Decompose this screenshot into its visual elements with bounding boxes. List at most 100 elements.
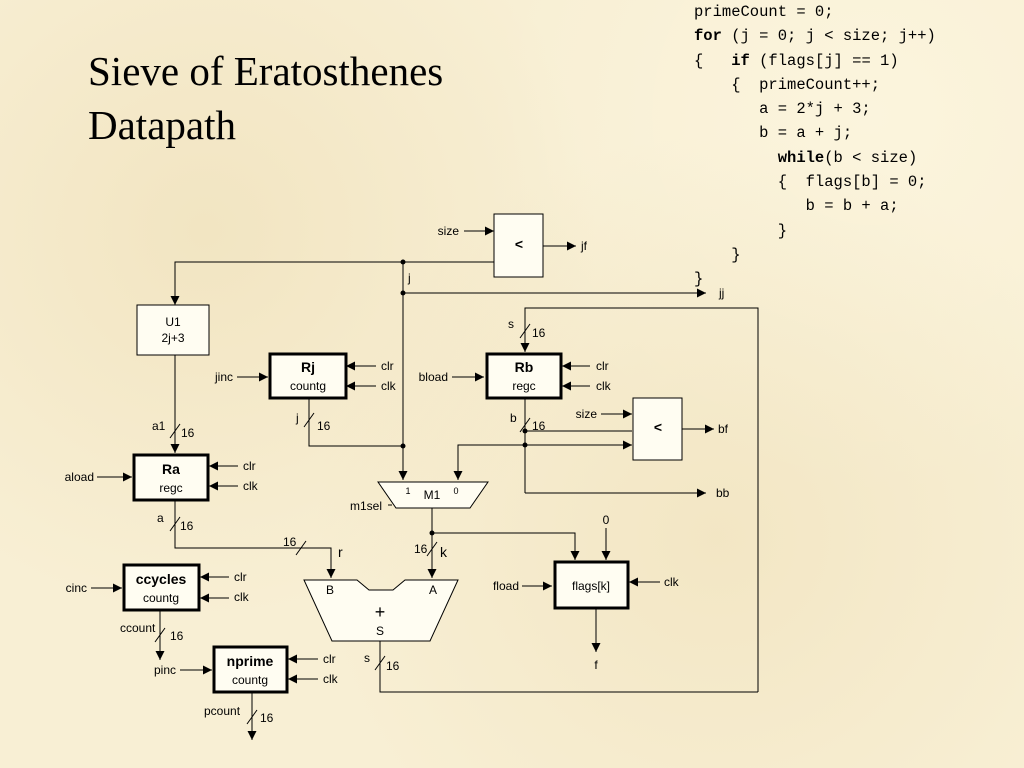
r-label: r [338, 544, 343, 560]
adder [303, 579, 459, 642]
mux-m1 [377, 481, 489, 509]
rb-in-width: 16 [532, 326, 546, 340]
code-line-11: } [694, 245, 741, 264]
slide-title: Sieve of Eratosthenes Datapath [88, 44, 443, 152]
title-line-1: Sieve of Eratosthenes [88, 48, 444, 94]
adder-s-width: 16 [386, 659, 400, 673]
ccount-width: 16 [170, 629, 184, 643]
pinc-label: pinc [154, 663, 176, 677]
code-line-8: { flags[b] = 0; [694, 173, 927, 192]
cinc-label: cinc [66, 581, 87, 595]
j-bus-label: j [407, 271, 411, 285]
flags-memory [553, 560, 630, 610]
ccycles-clr-label: clr [234, 570, 247, 584]
u1-name: U1 [165, 315, 181, 329]
code-listing: primeCount = 0; for (j = 0; j < size; j++… [694, 0, 936, 292]
rj-out-label: j [295, 411, 299, 425]
jf-label: jf [580, 239, 588, 253]
nprime-name: nprime [227, 653, 274, 669]
junction-dots [400, 259, 528, 536]
rb-type: regc [512, 379, 535, 393]
rj-name: Rj [301, 359, 315, 375]
rb-clr-label: clr [596, 359, 609, 373]
r-width: 16 [283, 535, 297, 549]
bb-label: bb [716, 486, 730, 500]
bload-label: bload [419, 370, 448, 384]
m1sel-label: m1sel [350, 499, 382, 513]
k-label: k [440, 544, 448, 560]
comparator-b-symbol: < [654, 419, 662, 435]
comparator-b-size [632, 397, 683, 461]
rb-register [485, 352, 563, 400]
wires [91, 226, 759, 740]
u1-box [136, 304, 210, 356]
bf-label: bf [718, 422, 729, 436]
ccycles-name: ccycles [136, 571, 187, 587]
size-label-b: size [576, 407, 598, 421]
rj-type: countg [290, 379, 326, 393]
code-keyword-for: for [694, 27, 722, 46]
code-line-1: primeCount = 0; [694, 3, 834, 21]
rj-width: 16 [317, 419, 331, 433]
ra-in-label: a1 [152, 419, 166, 433]
mux-in1-label: 1 [405, 486, 410, 496]
junction-dot [429, 530, 435, 536]
ccycles-type: countg [143, 591, 179, 605]
code-line-2-rest: (j = 0; j < size; j++) [721, 27, 936, 46]
rb-clk-label: clk [596, 379, 612, 393]
flags-clk-label: clk [664, 575, 680, 589]
pcount-label: pcount [204, 704, 241, 718]
ra-register [132, 453, 210, 502]
ra-out-width: 16 [180, 519, 194, 533]
junction-dot [400, 290, 406, 296]
code-keyword-while: while [777, 148, 825, 167]
rb-in-label: s [508, 317, 514, 331]
junction-dot [400, 259, 406, 265]
code-line-9: b = b + a; [694, 197, 899, 216]
rj-clk-label: clk [381, 379, 397, 393]
adder-out-label: S [376, 624, 384, 638]
mux-name: M1 [424, 488, 441, 502]
jj-label: jj [718, 286, 724, 300]
nprime-clr-label: clr [323, 652, 336, 666]
code-line-3-rest: (flags[j] == 1) [749, 51, 899, 70]
pcount-width: 16 [260, 711, 274, 725]
code-keyword-if: if [731, 51, 750, 70]
rj-clr-label: clr [381, 359, 394, 373]
f-label: f [594, 658, 598, 672]
adder-in-a-label: A [429, 583, 437, 597]
ra-type: regc [159, 481, 182, 495]
comparator-j-symbol: < [515, 236, 523, 252]
nprime-clk-label: clk [323, 672, 339, 686]
u1-expr: 2j+3 [161, 331, 184, 345]
code-line-3: { if (flags[j] == 1) [694, 49, 936, 73]
adder-s-label: s [364, 651, 370, 665]
adder-in-b-label: B [326, 583, 334, 597]
nprime-counter [212, 645, 289, 694]
adder-plus-symbol: + [375, 602, 386, 622]
code-line-3-pre: { [694, 51, 732, 70]
ra-in-width: 16 [181, 426, 195, 440]
rb-out-width: 16 [532, 419, 546, 433]
flags-name: flags[k] [572, 579, 610, 593]
jinc-label: jinc [214, 370, 233, 384]
code-line-7: while(b < size) [694, 146, 936, 170]
ccycles-clk-label: clk [234, 590, 250, 604]
aload-label: aload [65, 470, 94, 484]
rb-out-label: b [510, 411, 517, 425]
title-line-2: Datapath [88, 102, 236, 148]
junction-dot [522, 428, 528, 434]
size-label-top: size [438, 224, 460, 238]
code-line-10: } [694, 221, 788, 240]
code-line-2: for (j = 0; j < size; j++) [694, 24, 936, 48]
k-width: 16 [414, 542, 428, 556]
code-line-5: a = 2*j + 3; [694, 100, 871, 119]
ccount-label: ccount [120, 621, 156, 635]
junction-dot [522, 442, 528, 448]
flags-zero-label: 0 [603, 513, 610, 527]
mux-in0-label: 0 [453, 486, 458, 496]
rj-register [268, 352, 348, 400]
fload-label: fload [493, 579, 519, 593]
junction-dot [400, 443, 406, 449]
